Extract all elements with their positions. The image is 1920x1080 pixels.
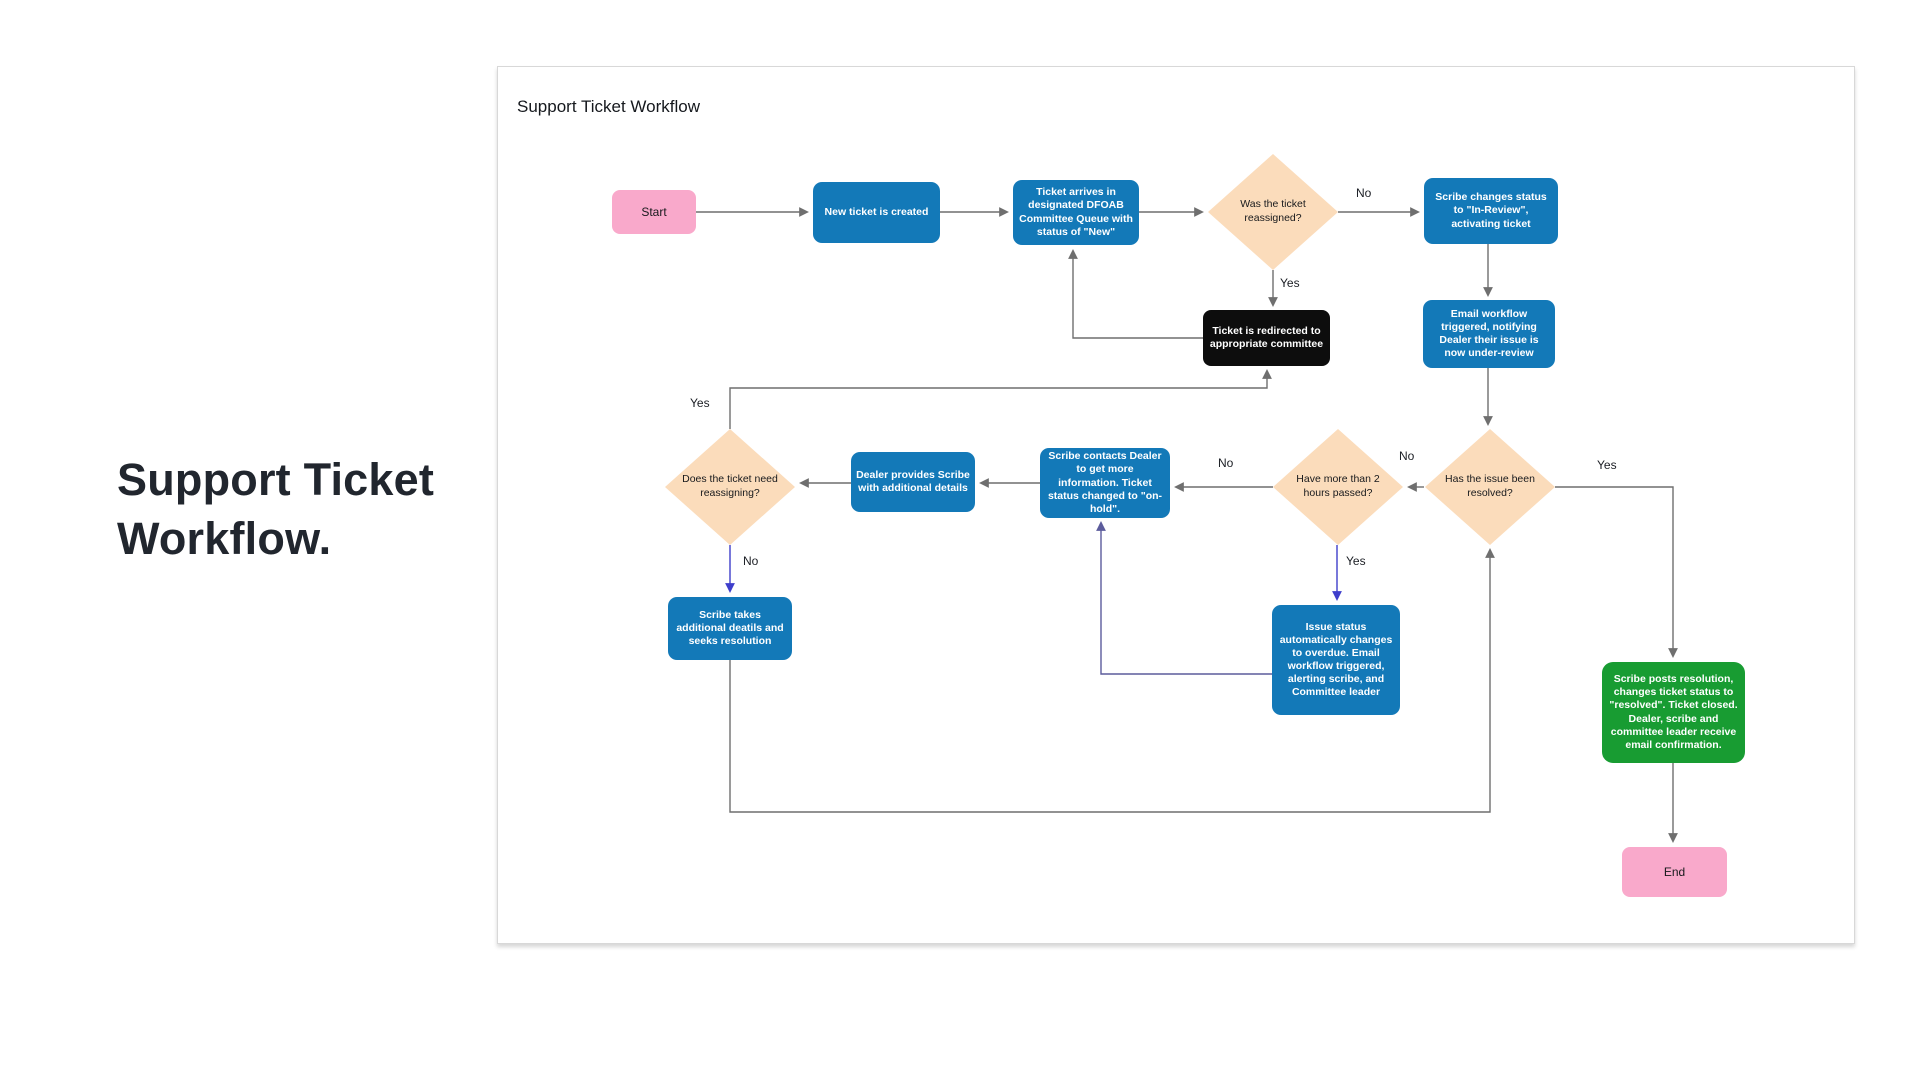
- node-end[interactable]: End: [1622, 847, 1727, 897]
- node-label: Does the ticket need reassigning?: [682, 473, 778, 499]
- edge-label-need-reassign-yes: Yes: [690, 396, 710, 410]
- edge-label-reassigned-no: No: [1356, 186, 1372, 200]
- node-scribe-takes-details[interactable]: Scribe takes additional deatils and seek…: [668, 597, 792, 660]
- node-label: Scribe takes additional deatils and seek…: [676, 608, 784, 647]
- diagram-title: Support Ticket Workflow: [517, 97, 700, 116]
- edge-scribe-takes-to-resolved: [729, 548, 1495, 813]
- node-new-ticket-created[interactable]: New ticket is created: [813, 182, 940, 243]
- node-scribe-posts-resolution[interactable]: Scribe posts resolution, changes ticket …: [1602, 662, 1745, 763]
- node-label: Ticket is redirected to appropriate comm…: [1209, 324, 1324, 350]
- node-label: Scribe contacts Dealer to get more infor…: [1047, 450, 1163, 515]
- edge-label-reassigned-yes: Yes: [1280, 276, 1300, 290]
- decision-was-ticket-reassigned[interactable]: Was the ticket reassigned?: [1208, 154, 1338, 270]
- node-email-workflow-triggered[interactable]: Email workflow triggered, notifying Deal…: [1423, 300, 1555, 368]
- node-issue-status-overdue[interactable]: Issue status automatically changes to ov…: [1272, 605, 1400, 715]
- decision-ticket-need-reassigning[interactable]: Does the ticket need reassigning?: [665, 429, 795, 545]
- node-label: New ticket is created: [824, 205, 929, 218]
- node-label: Have more than 2 hours passed?: [1296, 473, 1380, 499]
- node-scribe-contacts-dealer[interactable]: Scribe contacts Dealer to get more infor…: [1040, 448, 1170, 518]
- edge-label-resolved-no: No: [1399, 449, 1415, 463]
- node-label: Scribe changes status to "In-Review", ac…: [1435, 191, 1547, 230]
- node-label: Start: [641, 204, 667, 219]
- node-ticket-redirected[interactable]: Ticket is redirected to appropriate comm…: [1203, 310, 1330, 366]
- edge-resolved-yes: [1555, 486, 1678, 658]
- edge-need-reassign-yes: [729, 369, 1272, 429]
- node-start[interactable]: Start: [612, 190, 696, 234]
- node-label: Email workflow triggered, notifying Deal…: [1439, 307, 1539, 360]
- node-dealer-provides-details[interactable]: Dealer provides Scribe with additional d…: [851, 452, 975, 512]
- node-ticket-arrives-queue[interactable]: Ticket arrives in designated DFOAB Commi…: [1013, 180, 1139, 245]
- node-scribe-changes-status[interactable]: Scribe changes status to "In-Review", ac…: [1424, 178, 1558, 244]
- page-title: Support Ticket Workflow.: [117, 454, 435, 565]
- decision-two-hours-passed[interactable]: Have more than 2 hours passed?: [1273, 429, 1403, 545]
- edge-label-need-reassign-no: No: [743, 554, 759, 568]
- node-label: Has the issue been resolved?: [1445, 473, 1535, 499]
- decision-has-issue-resolved[interactable]: Has the issue been resolved?: [1425, 429, 1555, 545]
- node-label: Was the ticket reassigned?: [1240, 198, 1306, 224]
- edge-overdue-back-to-contacts: [1096, 521, 1272, 675]
- edge-label-two-hours-yes: Yes: [1346, 554, 1366, 568]
- node-label: Dealer provides Scribe with additional d…: [856, 468, 970, 494]
- node-label: End: [1663, 864, 1686, 879]
- node-label: Issue status automatically changes to ov…: [1279, 620, 1393, 699]
- edge-label-resolved-yes: Yes: [1597, 458, 1617, 472]
- node-label: Ticket arrives in designated DFOAB Commi…: [1019, 186, 1133, 238]
- node-label: Scribe posts resolution, changes ticket …: [1609, 673, 1738, 751]
- edge-redirect-back-to-queue: [1068, 249, 1203, 339]
- edge-label-two-hours-no: No: [1218, 456, 1234, 470]
